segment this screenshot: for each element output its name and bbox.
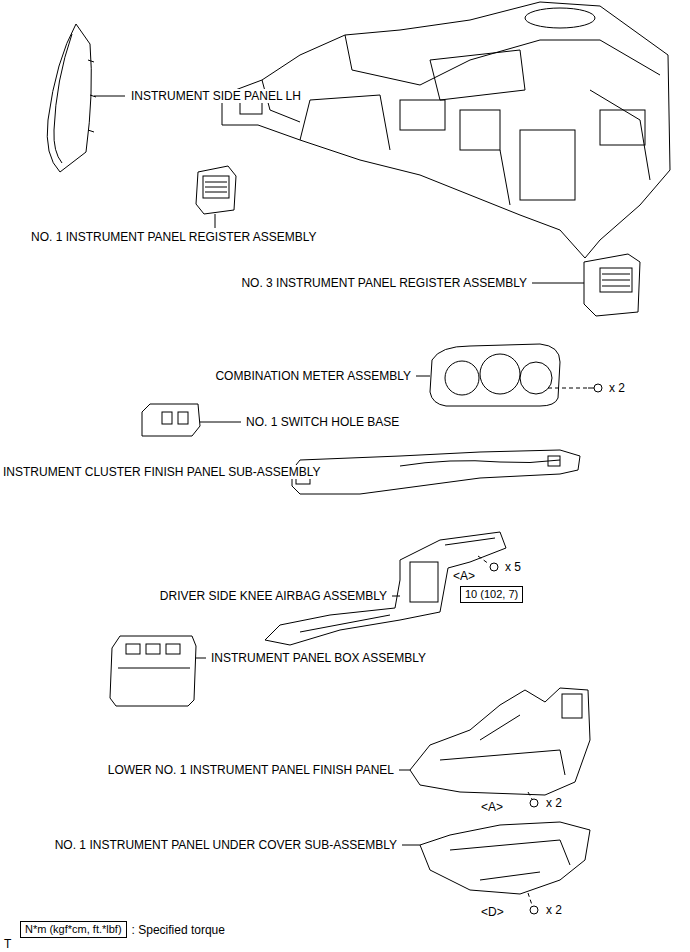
instrument-panel-drawing — [430, 50, 525, 100]
under-cover-drawing — [420, 822, 590, 894]
switch-hole-base-drawing — [200, 422, 241, 423]
lower-panel-drawing — [399, 688, 590, 807]
part-label: x 2 — [545, 796, 563, 810]
part-label: COMBINATION METER ASSEMBLY — [214, 369, 412, 383]
lower-panel-drawing — [562, 694, 582, 718]
part-label: NO. 1 SWITCH HOLE BASE — [245, 415, 400, 429]
panel-box-drawing — [110, 636, 196, 706]
meter-drawing — [430, 344, 560, 406]
part-label: <A> — [452, 569, 476, 583]
instrument-panel-drawing — [460, 110, 500, 150]
cluster-panel-drawing — [548, 456, 560, 466]
instrument-panel-drawing — [262, 35, 660, 122]
under-cover-drawing — [530, 906, 538, 914]
knee-airbag-drawing — [392, 596, 400, 597]
knee-airbag-drawing — [478, 556, 489, 564]
meter-drawing — [480, 354, 520, 394]
meter-drawing — [548, 388, 588, 389]
lower-panel-drawing — [528, 792, 532, 799]
cluster-panel-drawing — [279, 450, 580, 494]
panel-box-drawing — [146, 644, 160, 654]
register-3-drawing — [602, 274, 630, 286]
register-3-drawing — [532, 283, 584, 284]
meter-drawing — [594, 384, 602, 392]
box-text: 10 (102, 7) — [465, 588, 518, 600]
panel-box-drawing — [196, 658, 206, 659]
register-1-drawing — [215, 214, 216, 228]
part-label: INSTRUMENT CLUSTER FINISH PANEL SUB-ASSE… — [2, 465, 322, 479]
panel-box-drawing — [126, 644, 140, 654]
part-label: T — [3, 937, 12, 951]
lower-panel-drawing — [530, 799, 538, 807]
legend-unit-box: N*m (kgf*cm, ft.*lbf) — [20, 921, 127, 938]
cluster-panel-drawing — [292, 450, 580, 494]
register-1-drawing — [205, 182, 227, 192]
register-3-drawing — [532, 254, 640, 316]
register-1-drawing — [196, 166, 236, 228]
knee-airbag-drawing — [300, 538, 495, 632]
instrument-panel-drawing — [400, 100, 445, 130]
part-label: x 2 — [608, 381, 626, 395]
part-label: <A> — [480, 800, 504, 814]
register-3-drawing — [600, 268, 632, 292]
side-panel-drawing — [94, 96, 125, 97]
switch-hole-base-drawing — [178, 412, 188, 424]
cluster-panel-drawing — [400, 460, 560, 466]
panel-box-drawing — [110, 636, 206, 706]
part-label: NO. 1 INSTRUMENT PANEL UNDER COVER SUB-A… — [54, 838, 398, 852]
instrument-panel-drawing — [525, 8, 595, 28]
register-1-drawing — [196, 166, 236, 214]
panel-box-drawing — [118, 668, 190, 669]
switch-hole-base-drawing — [142, 404, 241, 436]
torque-box: 10 (102, 7) — [460, 586, 523, 603]
part-label: INSTRUMENT PANEL BOX ASSEMBLY — [210, 651, 427, 665]
side-panel-drawing — [47, 24, 91, 172]
instrument-panel-drawing — [222, 2, 670, 258]
part-label: <D> — [480, 905, 505, 919]
under-cover-drawing — [402, 822, 590, 914]
under-cover-drawing — [450, 840, 570, 880]
under-cover-drawing — [528, 893, 532, 905]
switch-hole-base-drawing — [162, 412, 172, 424]
meter-drawing — [588, 388, 594, 389]
meter-drawing — [520, 362, 552, 394]
part-label: LOWER NO. 1 INSTRUMENT PANEL FINISH PANE… — [107, 763, 395, 777]
part-label: INSTRUMENT SIDE PANEL LH — [130, 89, 302, 103]
knee-airbag-drawing — [410, 562, 438, 602]
instrument-panel-drawing — [300, 90, 650, 205]
instrument-panel-drawing — [520, 130, 575, 200]
switch-hole-base-drawing — [142, 404, 200, 436]
side-panel-drawing — [47, 24, 125, 172]
part-label: : Specified torque — [131, 923, 226, 937]
under-cover-drawing — [402, 845, 420, 846]
panel-box-drawing — [166, 644, 180, 654]
part-label: NO. 3 INSTRUMENT PANEL REGISTER ASSEMBLY — [240, 276, 528, 290]
part-label: DRIVER SIDE KNEE AIRBAG ASSEMBLY — [159, 589, 388, 603]
meter-drawing — [416, 344, 602, 406]
part-label: x 2 — [545, 903, 563, 917]
side-panel-drawing — [54, 34, 72, 163]
knee-airbag-drawing — [490, 563, 498, 571]
instrument-panel-drawing — [600, 110, 645, 145]
meter-drawing — [416, 376, 430, 377]
lower-panel-drawing — [440, 715, 565, 775]
part-label: NO. 1 INSTRUMENT PANEL REGISTER ASSEMBLY — [30, 230, 318, 244]
register-1-drawing — [203, 176, 229, 198]
lower-panel-drawing — [399, 770, 410, 771]
register-3-drawing — [584, 254, 640, 316]
box-text: N*m (kgf*cm, ft.*lbf) — [25, 923, 122, 935]
part-label: x 5 — [504, 560, 522, 574]
lower-panel-drawing — [410, 688, 590, 795]
instrument-panel-drawing — [222, 2, 670, 258]
meter-drawing — [445, 361, 479, 395]
